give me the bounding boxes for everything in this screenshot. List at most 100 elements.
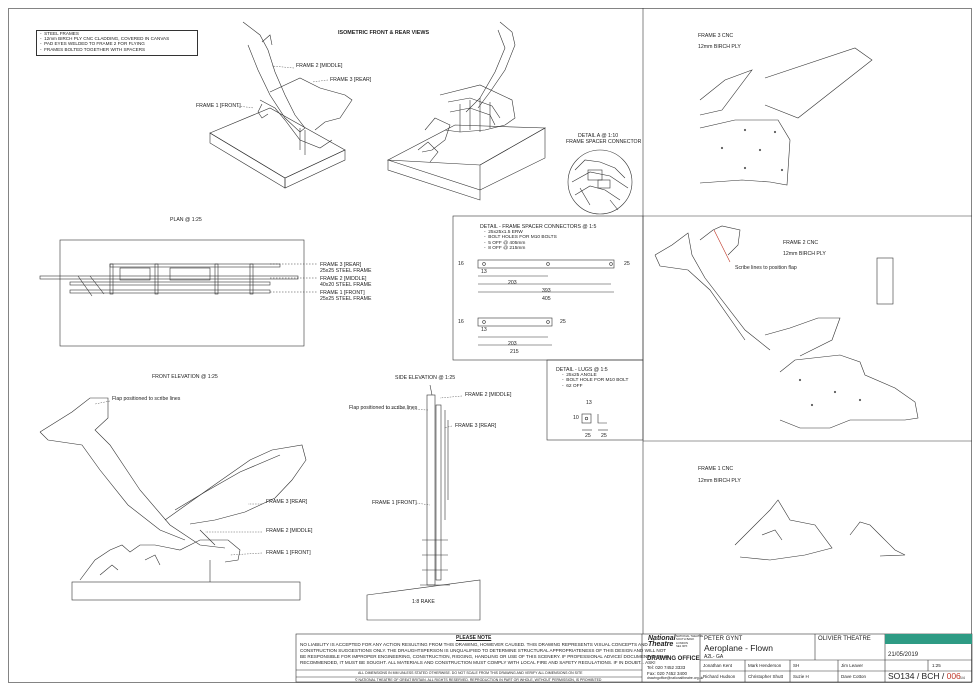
dim-label: 13 — [586, 400, 592, 406]
dim-label: 25 — [601, 433, 607, 439]
dim-label: 10 — [573, 415, 579, 421]
dim-label: 393 — [542, 288, 551, 294]
lug-drawing — [581, 413, 608, 431]
person-lighting: Mark Henderson — [748, 663, 782, 668]
spacer-item: - 5 OFF @ 405mm — [484, 240, 526, 246]
detail-a-title: DETAIL A @ 1:10 — [578, 133, 619, 139]
drawing-title: Aeroplane - Flown — [704, 643, 773, 653]
plan-label: 25x25 STEEL FRAME — [320, 268, 372, 274]
plan-box — [59, 239, 305, 347]
office-tel: Tel: 020 7452 3333 — [647, 665, 686, 670]
nt-logo: National Theatre — [648, 635, 676, 648]
spacer-detail-items: - 25x25x1.5 ERW - BOLT HOLES FOR M10 BOL… — [484, 230, 557, 252]
front-elevation-title: FRONT ELEVATION @ 1:25 — [152, 374, 218, 380]
frame1-cnc-drawing — [734, 499, 906, 561]
production-name: PETER GYNT — [704, 636, 743, 642]
frame2-scribe-note: Scribe lines to position flap — [735, 265, 797, 271]
plan-label: FRAME 3 [REAR] — [320, 262, 362, 268]
iso-frame3-label: FRAME 3 [REAR] — [330, 77, 372, 83]
plan-label: FRAME 1 [FRONT] — [320, 290, 365, 296]
lugs-item: - 25x25 ANGLE — [562, 373, 597, 378]
plan-title: PLAN @ 1:25 — [170, 217, 202, 223]
plan-label: FRAME 2 [MIDDLE] — [320, 276, 367, 282]
front-frame1-label: FRAME 1 [FRONT] — [266, 550, 311, 556]
front-frame3-label: FRAME 3 [REAR] — [266, 499, 308, 505]
lugs-detail-items: - 25x25 ANGLE - BOLT HOLE FOR M10 BOLT -… — [562, 373, 628, 389]
iso-frame1-label: FRAME 1 [FRONT] — [196, 103, 241, 109]
person-drawn: Jim Leaver — [841, 663, 864, 668]
dim-label: 203 — [508, 280, 517, 286]
theatre-name: OLIVIER THEATRE — [818, 636, 871, 642]
dim-label: 25 — [624, 261, 630, 267]
copyright-note: © NATIONAL THEATRE OF GREAT BRITAIN. ALL… — [355, 678, 602, 682]
frame3-cnc-material: 12mm BIRCH PLY — [698, 44, 741, 50]
nt-address: NATIONAL THEATRE SOUTH BANK LONDON SE1 9… — [676, 634, 704, 648]
dim-label: 13 — [481, 269, 487, 275]
iso-title: ISOMETRIC FRONT & REAR VIEWS — [338, 30, 430, 36]
person-designer: Richard Hudson — [703, 674, 736, 679]
disclaimer-line: NO LIABILITY IS ACCEPTED FOR ANY ACTION … — [300, 642, 648, 647]
frame2-cnc-material: 12mm BIRCH PLY — [783, 251, 826, 257]
spacer-item: - 8 OFF @ 215mm — [484, 246, 526, 252]
front-elevation-drawing — [39, 397, 307, 601]
front-frame2-label: FRAME 2 [MIDDLE] — [266, 528, 313, 534]
note-item: - FRAMES BOLTED TOGETHER WITH SPACERS — [40, 46, 146, 52]
dim-label: 215 — [510, 349, 519, 355]
dim-label: 405 — [542, 296, 551, 302]
rake-label: 1:8 RAKE — [412, 599, 435, 605]
plan-label: 40x20 STEEL FRAME — [320, 282, 372, 288]
frame2-cnc-title: FRAME 2 CNC — [783, 240, 819, 246]
iso-frame2-label: FRAME 2 [MIDDLE] — [296, 63, 343, 69]
note-item: - 12mm BIRCH PLY CNC CLADDING, COVERED I… — [40, 36, 170, 42]
drawing-date: 21/05/2019 — [888, 652, 919, 658]
side-frame3-label: FRAME 3 [REAR] — [455, 423, 497, 429]
drawing-number: SO134 / BCH / 006 — [888, 671, 961, 681]
sheet-number: 1/4 — [960, 676, 965, 680]
lugs-detail-title: DETAIL - LUGS @ 1:5 — [556, 367, 608, 373]
plan-label: 25x25 STEEL FRAME — [320, 296, 372, 302]
dim-label: 203 — [508, 341, 517, 347]
note-item: - PAD EYES WELDED TO FRAME 2 FOR FLYING — [40, 41, 145, 47]
dim-label: 13 — [481, 327, 487, 333]
detail-a-subtitle: FRAME SPACER CONNECTOR — [566, 139, 642, 145]
iso-rear-view — [386, 21, 547, 201]
title-block-grid — [295, 633, 973, 683]
side-frame2-label: FRAME 2 [MIDDLE] — [465, 392, 512, 398]
sheet-border — [8, 8, 972, 683]
front-flap-note: Flap positioned to scribe lines — [112, 396, 181, 402]
disclaimer-line: CONSTRUCTION SUGGESTIONS ONLY. THE DRAUG… — [300, 648, 667, 653]
title-block-accent — [885, 634, 972, 644]
spacer-bars — [477, 259, 615, 346]
revision-number: 006 — [946, 671, 961, 681]
dim-label: 16 — [458, 261, 464, 267]
frame1-cnc-title: FRAME 1 CNC — [698, 466, 734, 472]
disclaimer-line: RECOMMENDED, IT MUST BE SOUGHT. ALL MATE… — [300, 660, 656, 665]
spacer-detail-title: DETAIL - FRAME SPACER CONNECTORS @ 1:5 — [480, 224, 597, 230]
dim-label: 16 — [458, 319, 464, 325]
frame1-cnc-material: 12mm BIRCH PLY — [698, 478, 741, 484]
spacer-item: - BOLT HOLES FOR M10 BOLTS — [484, 235, 557, 241]
disclaimer-heading: PLEASE NOTE — [456, 635, 492, 641]
drawing-office-label: DRAWING OFFICE — [647, 656, 700, 662]
side-flap-note: Flap positioned to scribe lines — [349, 405, 418, 411]
lugs-item: - BOLT HOLE FOR M10 BOLT — [562, 378, 629, 384]
iso-front-view — [209, 21, 353, 189]
person-sound: Christopher Shutt — [748, 674, 784, 679]
leader-lines — [94, 65, 463, 556]
dim-label: 25 — [560, 319, 566, 325]
side-frame1-label: FRAME 1 [FRONT] — [372, 500, 417, 506]
office-fax: Fax: 020 7452 3400 — [647, 671, 688, 676]
frame2-cnc-drawing — [654, 225, 919, 429]
spacer-item: - 25x25x1.5 ERW — [484, 230, 523, 235]
person-director: Jonathan Kent — [703, 663, 733, 668]
dimensions-note: ALL DIMENSIONS IN MM UNLESS STATED OTHER… — [358, 671, 583, 675]
person-approved: Dave Cotton — [841, 674, 867, 679]
person-initials: SH — [793, 663, 800, 668]
side-elevation-title: SIDE ELEVATION @ 1:25 — [395, 375, 456, 381]
detail-a-drawing — [567, 149, 633, 215]
note-item: - STEEL FRAMES — [40, 31, 79, 36]
drawing-scale: 1:25 — [932, 663, 941, 668]
general-notes: - STEEL FRAMES - 12mm BIRCH PLY CNC CLAD… — [36, 30, 198, 56]
